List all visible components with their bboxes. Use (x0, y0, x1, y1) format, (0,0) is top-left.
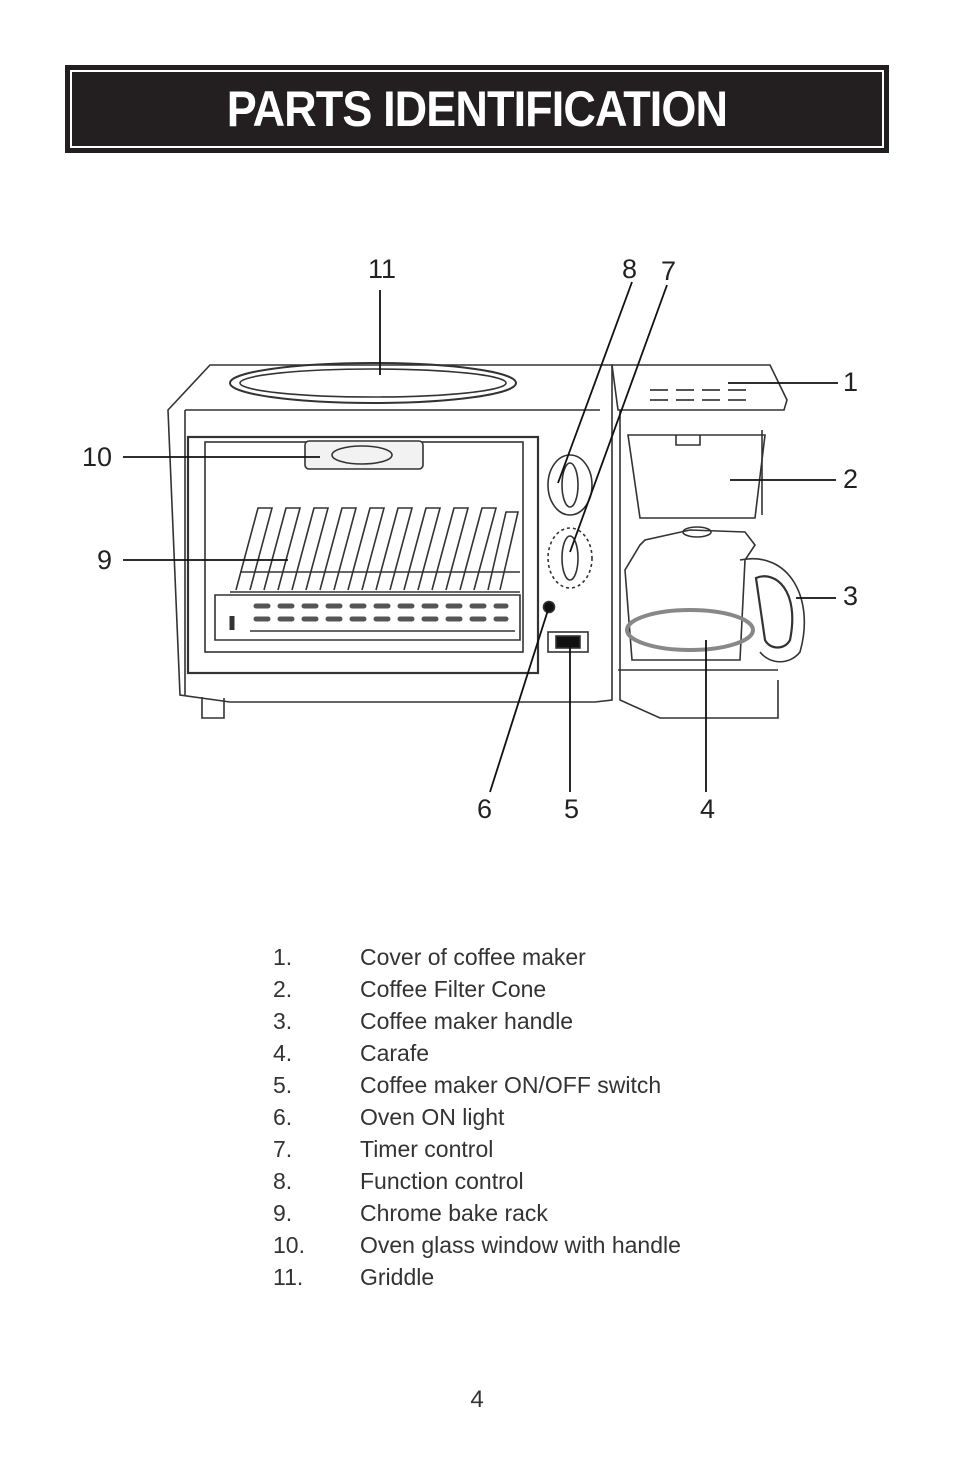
page-number: 4 (470, 1386, 484, 1413)
list-item: 3. Coffee maker handle (273, 1005, 833, 1037)
callout-numbers: 1 2 3 4 5 6 7 8 9 10 11 (82, 254, 858, 824)
list-item: 4. Carafe (273, 1037, 833, 1069)
part-label: Carafe (360, 1039, 430, 1066)
list-item: 2. Coffee Filter Cone (273, 973, 833, 1005)
list-item: 11. Griddle (273, 1261, 833, 1293)
parts-list: 1. Cover of coffee maker 2. Coffee Filter … (273, 941, 833, 1293)
callout-2: 2 (843, 464, 858, 494)
callout-7: 7 (661, 256, 676, 286)
list-item: 5. Coffee maker ON/OFF switch (273, 1069, 833, 1101)
part-label: Coffee maker ON/OFF switch (360, 1071, 662, 1098)
title-banner: PARTS IDENTIFICATION (65, 65, 889, 153)
part-number: 7. (273, 1135, 293, 1162)
list-item: 9. Chrome bake rack (273, 1197, 833, 1229)
part-label: Griddle (360, 1263, 435, 1290)
list-item: 10. Oven glass window with handle (273, 1229, 833, 1261)
title-frame: PARTS IDENTIFICATION (70, 70, 884, 148)
part-number: 2. (273, 975, 293, 1002)
part-number: 8. (273, 1167, 293, 1194)
part-number: 1. (273, 943, 293, 970)
part-number: 9. (273, 1199, 293, 1226)
list-item: 1. Cover of coffee maker (273, 941, 833, 973)
part-label: Cover of coffee maker (360, 943, 586, 970)
callout-11: 11 (368, 254, 396, 284)
part-number: 10. (273, 1231, 305, 1258)
part-number: 11. (273, 1263, 304, 1290)
part-number: 4. (273, 1039, 293, 1066)
part-label: Coffee Filter Cone (360, 975, 547, 1002)
callout-8: 8 (622, 254, 637, 284)
callout-10: 10 (82, 442, 112, 472)
appliance-diagram: 1 2 3 4 5 6 7 8 9 10 11 (82, 254, 858, 824)
list-item: 6. Oven ON light (273, 1101, 833, 1133)
callout-5: 5 (564, 794, 579, 824)
callout-3: 3 (843, 581, 858, 611)
part-number: 6. (273, 1103, 293, 1130)
list-item: 8. Function control (273, 1165, 833, 1197)
callout-6: 6 (477, 794, 492, 824)
leader-lines (123, 281, 838, 793)
part-label: Chrome bake rack (360, 1199, 548, 1226)
page-title: PARTS IDENTIFICATION (226, 81, 728, 137)
part-label: Function control (360, 1167, 524, 1194)
part-label: Oven ON light (360, 1103, 505, 1130)
callout-1: 1 (843, 367, 858, 397)
list-item: 7. Timer control (273, 1133, 833, 1165)
part-label: Oven glass window with handle (360, 1231, 681, 1258)
callout-9: 9 (97, 545, 112, 575)
part-number: 3. (273, 1007, 293, 1034)
part-number: 5. (273, 1071, 293, 1098)
part-label: Coffee maker handle (360, 1007, 574, 1034)
callout-4: 4 (700, 794, 715, 824)
appliance-illustration (167, 362, 805, 719)
part-label: Timer control (360, 1135, 494, 1162)
